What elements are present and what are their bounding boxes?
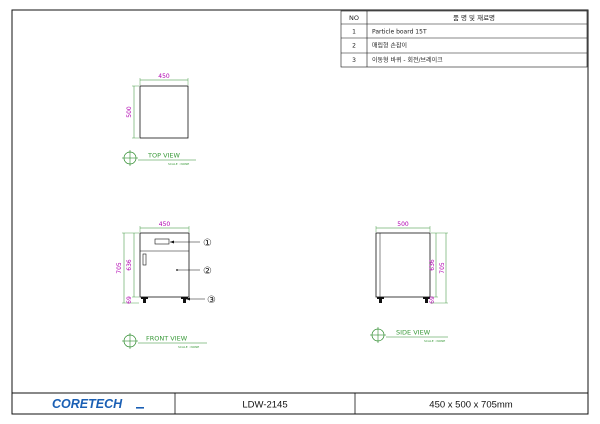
top-view: 450 500 TOP VIEW SCALE : NONE [122,73,196,166]
front-caster-height-dim: 69 [126,296,133,304]
front-view-symbol [122,333,138,349]
top-width-dim: 450 [158,73,170,80]
door-handle [142,253,147,266]
top-view-title: TOP VIEW [147,152,181,160]
side-plinth-left [377,297,384,299]
side-caster-left [379,299,382,303]
front-total-height-dim: 705 [116,262,123,274]
callout-2: ② [203,266,212,277]
front-view-scale: SCALE : NONE [178,345,199,349]
sheet-border [11,9,589,415]
drawer-handle [154,238,170,245]
title-block: CORETECH LDW-2145 450 x 500 x 705mm [11,392,589,415]
top-view-symbol [122,150,138,166]
table-row-1-name: Particle board 15T [372,29,427,36]
top-view-scale: SCALE : NONE [168,162,189,166]
side-view-symbol [370,327,386,343]
side-total-height-dim: 705 [439,262,446,274]
table-header-no: NO [349,14,359,22]
company-logo: CORETECH [52,397,123,411]
caster-right [183,299,186,303]
side-view-title: SIDE VIEW [396,329,431,337]
table-row-1-no: 1 [352,29,356,36]
callout-3: ③ [207,295,216,306]
logo-underscore [136,407,144,409]
top-view-outline [139,85,189,139]
parts-table: NO 품 명 및 재료명 1 Particle board 15T 2 매립형 … [340,10,588,68]
side-caster-right [425,299,428,303]
model-number: LDW-2145 [242,400,287,411]
front-body-height-dim: 636 [126,259,133,271]
front-width-dim: 450 [159,221,171,228]
table-row-2-name: 매립형 손잡이 [372,42,407,50]
side-depth-dim: 500 [397,221,409,228]
front-view: 450 705 636 69 ① ② ③ FRONT VIEW SCALE : … [116,221,216,349]
front-plinth-left [141,297,148,299]
table-row-3-no: 3 [352,57,356,64]
side-body-height-dim: 636 [429,259,436,271]
front-view-title: FRONT VIEW [146,335,188,343]
top-depth-dim: 500 [126,106,133,118]
side-caster-height-dim: 69 [429,296,436,304]
caster-left [143,299,146,303]
overall-dimensions: 450 x 500 x 705mm [429,400,513,411]
table-header-name: 품 명 및 재료명 [453,13,495,22]
front-body-outline [139,232,190,298]
side-body-outline [375,232,431,298]
table-row-2-no: 2 [352,43,356,50]
side-view-scale: SCALE : NONE [424,339,445,343]
front-plinth-right [181,297,188,299]
side-plinth-right [423,297,430,299]
callout-1: ① [203,238,212,249]
side-view: 500 636 69 705 SIDE VIEW SCALE : NONE [370,221,448,343]
table-row-3-name: 이동형 바퀴 - 회전/브레이크 [372,56,443,64]
